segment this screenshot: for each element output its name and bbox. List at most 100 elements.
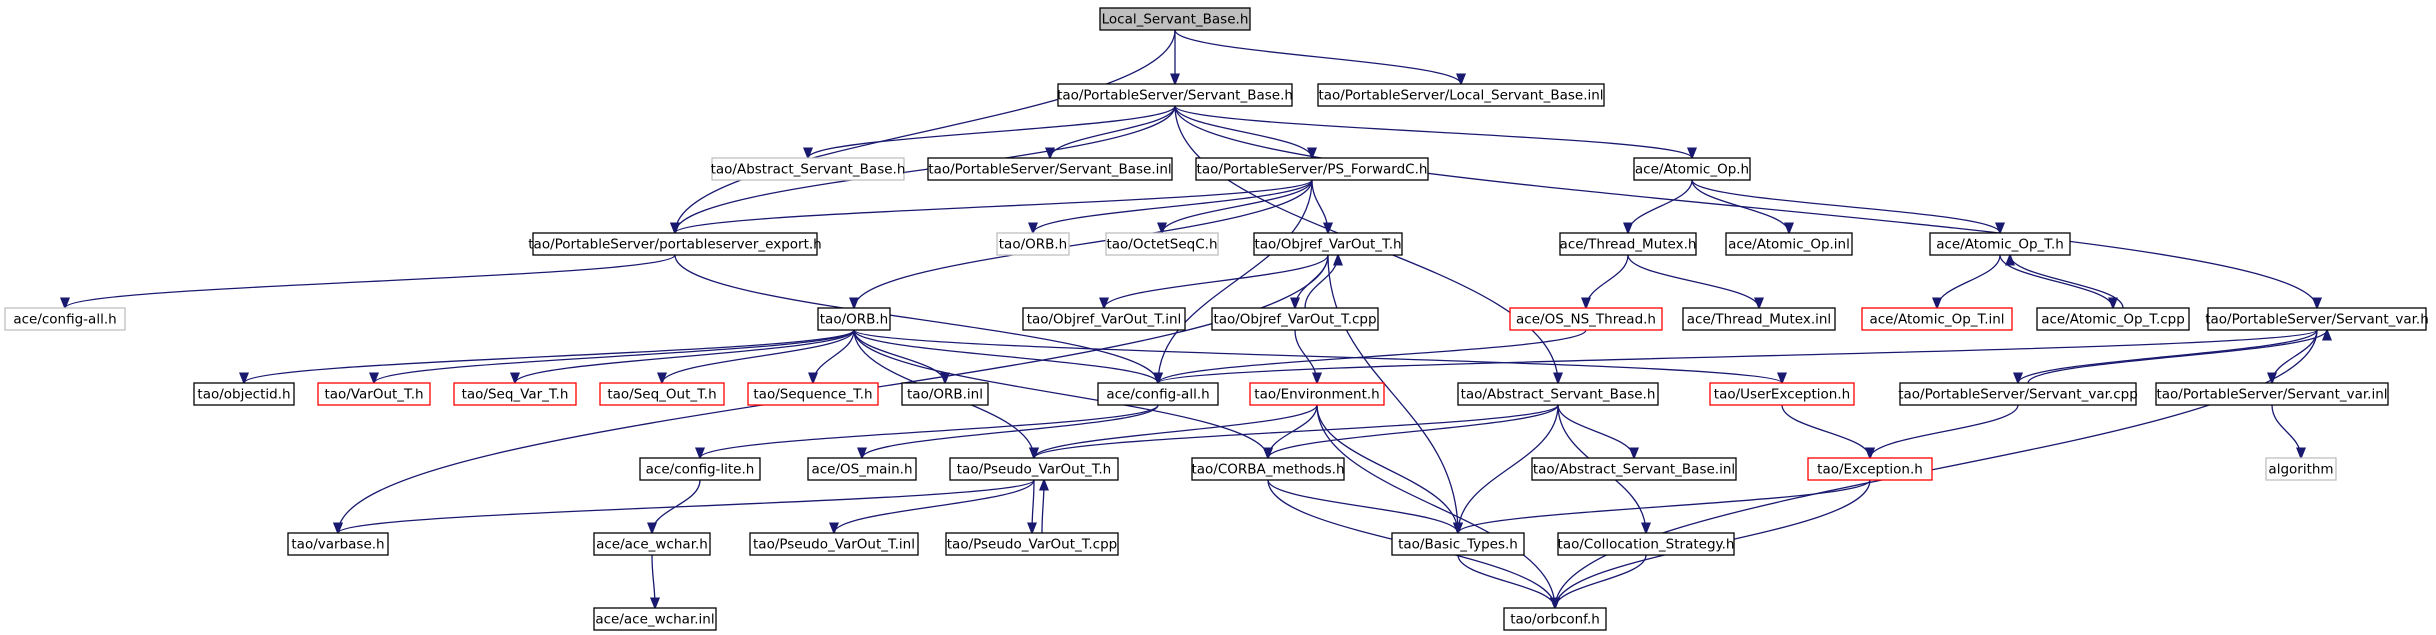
node-box <box>749 532 919 556</box>
dependency-edge <box>1316 404 1458 533</box>
node-objref-varout[interactable]: tao/Objref_VarOut_T.h <box>1253 232 1403 256</box>
node-label: ace/config-lite.h <box>646 462 755 478</box>
node-label: tao/Objref_VarOut_T.h <box>1254 237 1401 253</box>
node-label: tao/PortableServer/Servant_var.inl <box>2156 387 2387 403</box>
node-os-ns-thread[interactable]: ace/OS_NS_Thread.h <box>1509 307 1663 331</box>
node-abstract-servant-base-gray: tao/Abstract_Servant_Base.h <box>711 157 905 181</box>
node-box <box>1097 382 1219 406</box>
dependency-edge <box>1104 254 1329 308</box>
node-servant-base-inl[interactable]: tao/PortableServer/Servant_Base.inl <box>927 157 1173 181</box>
node-seq-out-t[interactable]: tao/Seq_Out_T.h <box>599 382 725 406</box>
node-box <box>639 457 761 481</box>
node-box <box>1725 232 1853 256</box>
dependency-edge <box>515 329 855 383</box>
node-userexception[interactable]: tao/UserException.h <box>1709 382 1855 406</box>
node-os-main[interactable]: ace/OS_main.h <box>807 457 917 481</box>
dependency-edge <box>675 179 1313 233</box>
node-basic-types[interactable]: tao/Basic_Types.h <box>1391 532 1525 556</box>
node-servant-var-cpp[interactable]: tao/PortableServer/Servant_var.cpp <box>1898 382 2138 406</box>
edge-pseudo_varout-to-pseudo_varout_cpp <box>1032 479 1034 533</box>
node-servant-var[interactable]: tao/PortableServer/Servant_var.h <box>2205 307 2429 331</box>
node-box <box>599 382 725 406</box>
node-thread-mutex[interactable]: ace/Thread_Mutex.h <box>1559 232 1697 256</box>
node-box <box>1807 457 1933 481</box>
node-pseudo-varout[interactable]: tao/Pseudo_VarOut_T.h <box>949 457 1119 481</box>
node-objref-varout-inl[interactable]: tao/Objref_VarOut_T.inl <box>1022 307 1186 331</box>
edge-os_ns_thread-to-config_all <box>1158 329 1587 383</box>
edge-ps_forwardc-to-orb_h_gray <box>1033 179 1313 233</box>
node-orbconf[interactable]: tao/orbconf.h <box>1503 607 1607 631</box>
node-atomic-op[interactable]: ace/Atomic_Op.h <box>1633 157 1751 181</box>
edge-environment-to-orbconf <box>1316 404 1555 608</box>
edge-orb_h-to-userexception <box>853 329 1782 383</box>
node-label: tao/VarOut_T.h <box>324 387 423 403</box>
node-collocation-strategy[interactable]: tao/Collocation_Strategy.h <box>1557 532 1735 556</box>
node-box <box>532 232 818 256</box>
node-exception[interactable]: tao/Exception.h <box>1807 457 1933 481</box>
node-varout-t[interactable]: tao/VarOut_T.h <box>317 382 431 406</box>
dependency-edge <box>1174 105 1312 158</box>
node-box <box>1317 83 1605 107</box>
node-box <box>1633 157 1751 181</box>
edge-objref_varout-to-objref_varout_inl <box>1104 254 1329 308</box>
dependency-edge <box>1316 404 1555 608</box>
node-box <box>1503 607 1607 631</box>
node-config-all[interactable]: ace/config-all.h <box>1097 382 1219 406</box>
node-label: ace/OS_NS_Thread.h <box>1516 312 1656 328</box>
dependency-edge <box>1158 329 2318 383</box>
node-atomic-op-inl[interactable]: ace/Atomic_Op.inl <box>1725 232 1853 256</box>
dependency-edge <box>854 179 1313 308</box>
node-box <box>945 532 1119 556</box>
node-ace-wchar[interactable]: ace/ace_wchar.h <box>593 532 711 556</box>
node-pseudo-varout-cpp[interactable]: tao/Pseudo_VarOut_T.cpp <box>945 532 1119 556</box>
node-box <box>711 157 905 181</box>
node-root[interactable]: Local_Servant_Base.h <box>1099 7 1251 31</box>
node-ps-export[interactable]: tao/PortableServer/portableserver_export… <box>528 232 822 256</box>
edge-objref_varout_cpp-to-objref_varout <box>1304 255 1338 309</box>
node-atomic-op-t[interactable]: ace/Atomic_Op_T.h <box>1929 232 2071 256</box>
node-pseudo-varout-inl[interactable]: tao/Pseudo_VarOut_T.inl <box>749 532 919 556</box>
node-local-servant-inl[interactable]: tao/PortableServer/Local_Servant_Base.in… <box>1317 83 1605 107</box>
node-label: tao/Abstract_Servant_Base.h <box>1461 387 1656 403</box>
edge-userexception-to-exception <box>1781 404 1870 458</box>
node-servant-var-inl[interactable]: tao/PortableServer/Servant_var.inl <box>2155 382 2389 406</box>
edge-root-to-ps_export <box>675 29 1176 233</box>
node-abstract-servant-base-inl[interactable]: tao/Abstract_Servant_Base.inl <box>1531 457 1737 481</box>
node-label: ace/config-all.h <box>1106 387 1209 403</box>
node-sequence-t[interactable]: tao/Sequence_T.h <box>747 382 879 406</box>
node-orb-inl[interactable]: tao/ORB.inl <box>901 382 989 406</box>
node-ps-forwardc[interactable]: tao/PortableServer/PS_ForwardC.h <box>1195 157 1429 181</box>
node-corba-methods[interactable]: tao/CORBA_methods.h <box>1191 457 1345 481</box>
node-orb-h[interactable]: tao/ORB.h <box>817 307 891 331</box>
dependency-edge <box>1327 254 1458 533</box>
node-box <box>927 157 1173 181</box>
dependency-edge <box>813 329 855 383</box>
node-box <box>747 382 879 406</box>
node-label: tao/orbconf.h <box>1510 612 1600 628</box>
node-box <box>1531 457 1737 481</box>
node-label: tao/PortableServer/portableserver_export… <box>528 237 822 253</box>
node-atomic-op-t-inl[interactable]: ace/Atomic_Op_T.inl <box>1861 307 2013 331</box>
dependency-edge <box>1267 479 1458 533</box>
node-label: ace/Atomic_Op_T.h <box>1936 237 2064 253</box>
node-objectid[interactable]: tao/objectid.h <box>193 382 295 406</box>
node-config-lite[interactable]: ace/config-lite.h <box>639 457 761 481</box>
node-seq-var-t[interactable]: tao/Seq_Var_T.h <box>453 382 577 406</box>
node-box <box>1559 232 1697 256</box>
node-thread-mutex-inl[interactable]: ace/Thread_Mutex.inl <box>1682 307 1836 331</box>
node-label: tao/PortableServer/Servant_Base.inl <box>928 162 1171 178</box>
edge-pseudo_varout-to-varbase <box>338 479 1035 533</box>
node-abstract-servant-base[interactable]: tao/Abstract_Servant_Base.h <box>1457 382 1659 406</box>
node-varbase[interactable]: tao/varbase.h <box>287 532 389 556</box>
node-config-all-gray: ace/config-all.h <box>4 307 126 331</box>
node-atomic-op-t-cpp[interactable]: ace/Atomic_Op_T.cpp <box>2036 307 2190 331</box>
edge-pseudo_varout-to-pseudo_varout_inl <box>834 479 1035 533</box>
dependency-edge <box>1781 404 1870 458</box>
node-environment[interactable]: tao/Environment.h <box>1249 382 1385 406</box>
dependency-edge <box>1458 404 1559 533</box>
node-ace-wchar-inl[interactable]: ace/ace_wchar.inl <box>593 607 717 631</box>
node-servant-base[interactable]: tao/PortableServer/Servant_Base.h <box>1057 83 1293 107</box>
node-objref-varout-cpp[interactable]: tao/Objref_VarOut_T.cpp <box>1211 307 1379 331</box>
edge-basic_types-to-orbconf <box>1457 554 1555 608</box>
